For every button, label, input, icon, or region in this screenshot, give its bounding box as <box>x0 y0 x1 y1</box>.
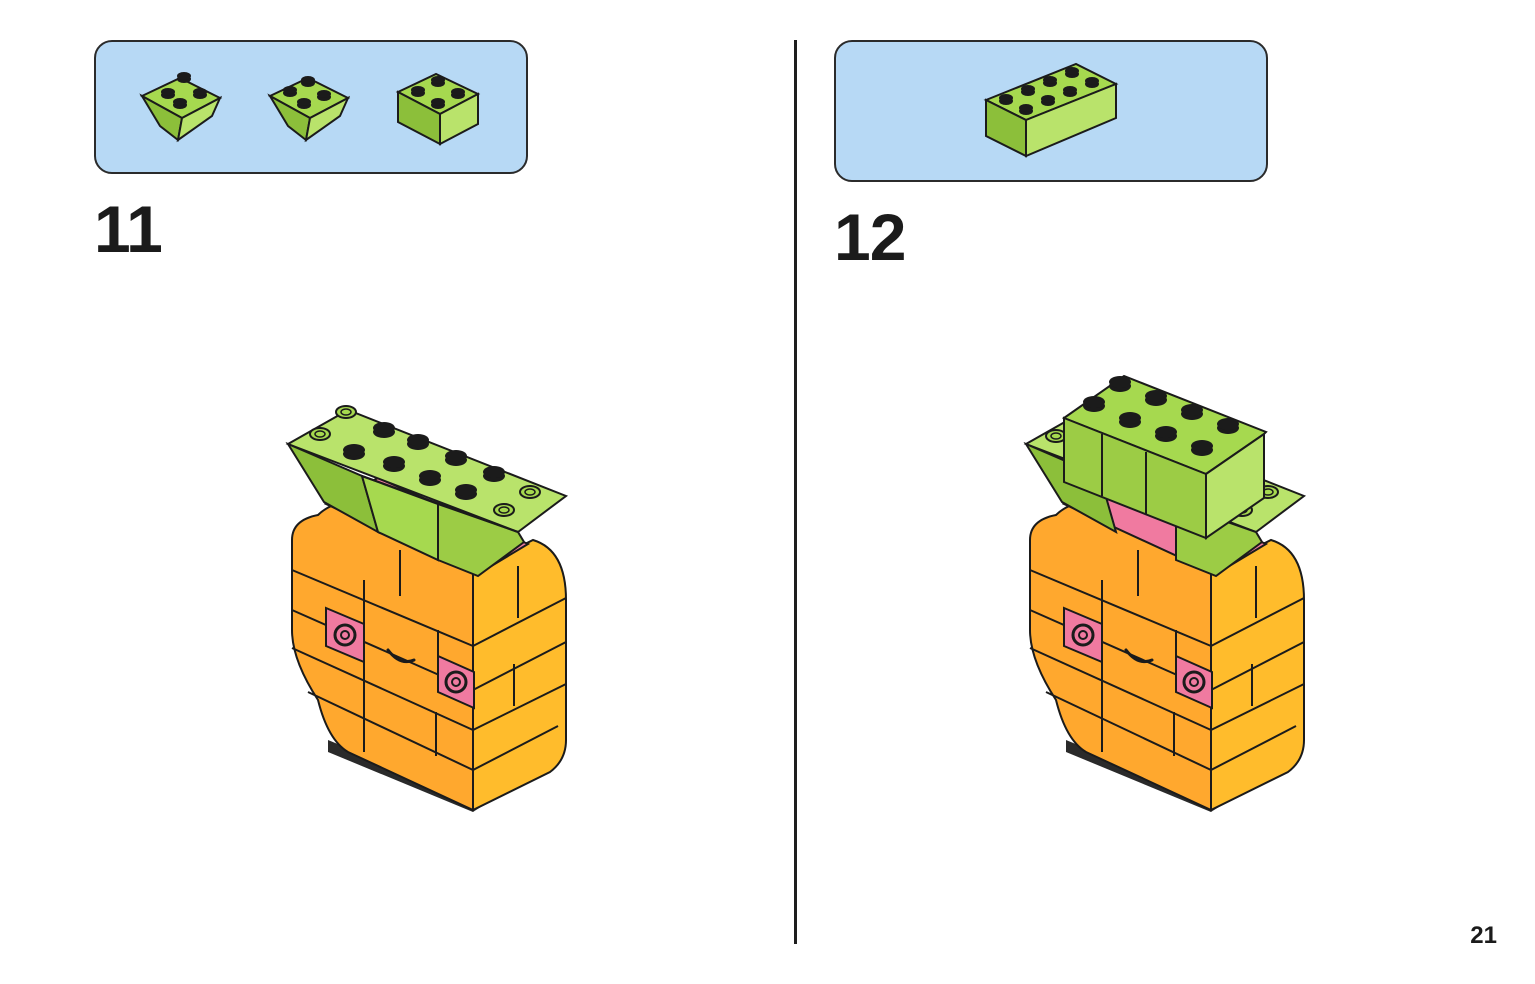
part-slope-brick-icon <box>139 72 223 143</box>
step-number: 11 <box>94 192 163 266</box>
part-brick-2x4-icon <box>983 62 1119 158</box>
step-number: 12 <box>834 200 906 274</box>
pineapple-model-illustration <box>285 405 569 812</box>
panel-divider <box>794 40 797 944</box>
page-number: 21 <box>1470 922 1497 949</box>
step-12-panel: 12 <box>768 0 1535 984</box>
part-slope-brick-icon <box>267 76 351 143</box>
pineapple-model-illustration <box>1023 374 1307 812</box>
part-brick-2x2-icon <box>395 72 481 146</box>
step-11-panel: 11 <box>0 0 767 984</box>
